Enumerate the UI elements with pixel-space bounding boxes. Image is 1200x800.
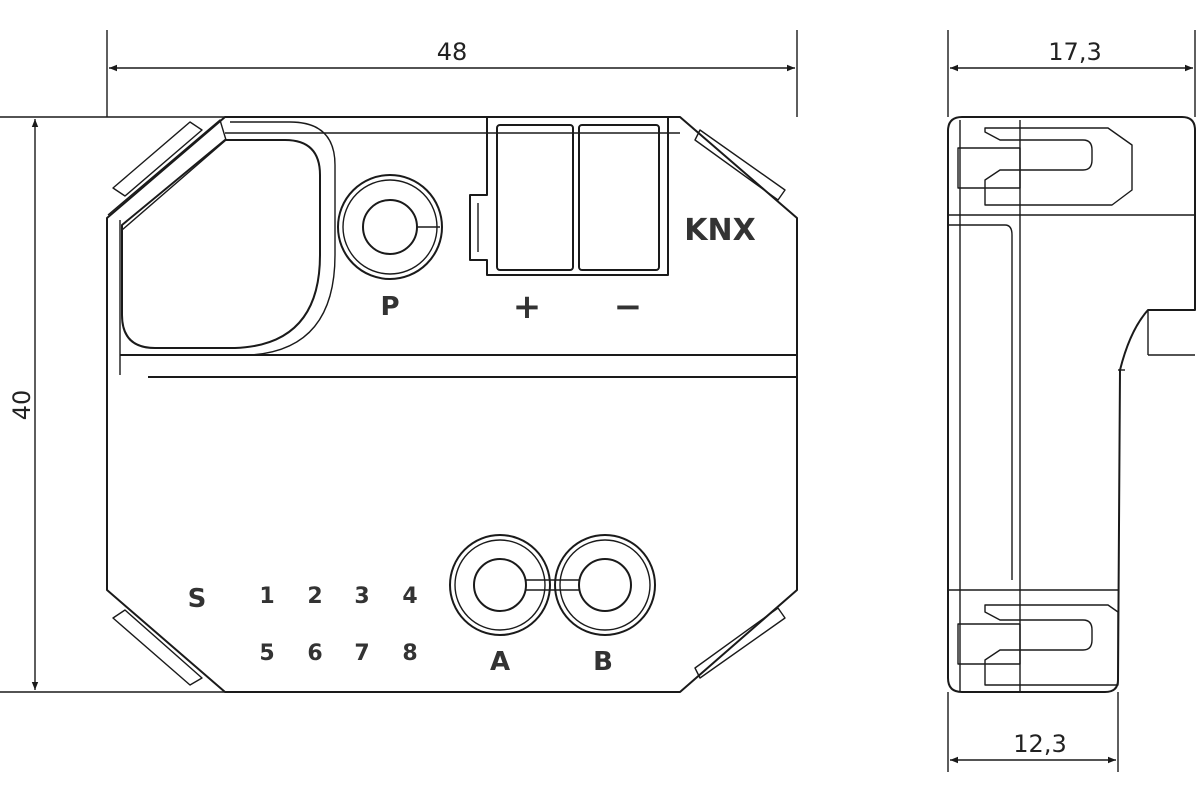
a-label: A: [490, 647, 510, 677]
front-view: P + − KNX A B S 1 2 3 4 5 6 7 8: [106, 116, 798, 693]
dimension-width: 48: [106, 30, 798, 117]
dimension-height-label: 40: [8, 390, 36, 421]
dimension-depth-base: 12,3: [947, 692, 1119, 772]
channel-7: 7: [354, 641, 369, 666]
dimension-height: 40: [0, 116, 300, 693]
channel-5: 5: [259, 641, 274, 666]
channel-8: 8: [402, 641, 417, 666]
dimension-depth-base-label: 12,3: [1013, 730, 1066, 758]
s-label: S: [188, 584, 207, 614]
dimension-width-label: 48: [437, 38, 468, 66]
knx-label: KNX: [684, 213, 755, 248]
channel-2: 2: [307, 584, 322, 609]
terminal-b[interactable]: [578, 558, 632, 612]
side-view: [947, 116, 1196, 693]
plus-label: +: [513, 287, 542, 327]
dimension-depth-total: 17,3: [947, 30, 1196, 117]
dimension-depth-total-label: 17,3: [1048, 38, 1101, 66]
knx-terminal: [469, 118, 669, 276]
channel-3: 3: [354, 584, 369, 609]
prog-button[interactable]: [362, 199, 418, 255]
b-label: B: [593, 647, 613, 677]
channel-6: 6: [307, 641, 322, 666]
minus-label: −: [614, 287, 643, 327]
channel-1: 1: [259, 584, 274, 609]
channel-4: 4: [402, 584, 417, 609]
terminal-a[interactable]: [473, 558, 527, 612]
prog-button-ring: [337, 174, 443, 280]
prog-label: P: [380, 292, 399, 322]
channel-labels: 1 2 3 4 5 6 7 8: [259, 584, 417, 666]
